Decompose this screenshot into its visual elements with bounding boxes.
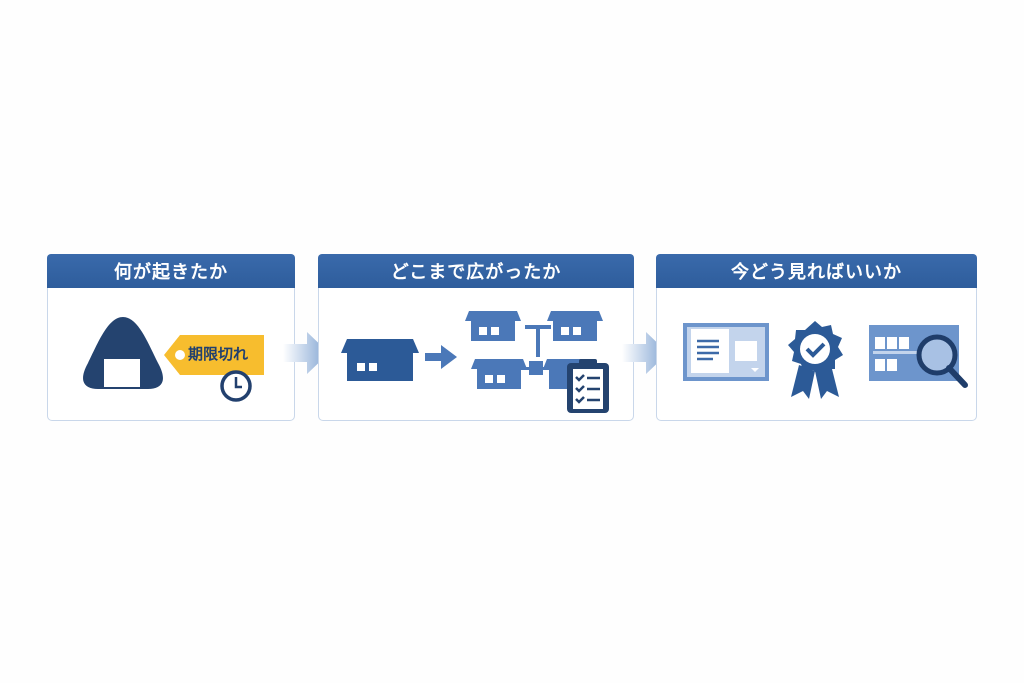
panel-how-to-view: 今どう見ればいいか [656,254,977,421]
store-network-icon [341,311,609,413]
expired-tag-icon [164,335,264,402]
panel-header: 何が起きたか [47,254,295,288]
expired-tag-label: 期限切れ [188,345,249,363]
shelf-inspection-icon [869,325,968,388]
panel-spread: どこまで広がったか [318,254,634,421]
certified-badge-icon [788,321,843,399]
flow-arrow-icon [283,332,329,374]
panel-header: 今どう見ればいいか [656,254,977,288]
panel-what-happened: 何が起きたか 期限切れ [47,254,295,421]
onigiri-icon [83,317,163,389]
panel-header: どこまで広がったか [318,254,634,288]
document-screen-icon [683,323,769,381]
